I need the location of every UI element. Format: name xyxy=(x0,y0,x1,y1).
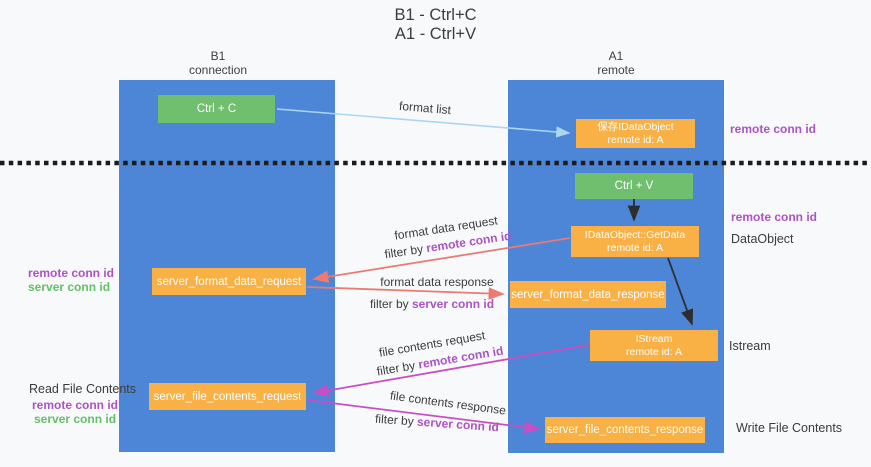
node-idataobject-getdata: IDataObject::GetData remote id: A xyxy=(571,226,699,257)
read-remote-conn-id-label: remote conn id xyxy=(32,398,119,412)
istream-label: Istream xyxy=(729,339,771,353)
left-remote-conn-id-label: remote conn id xyxy=(28,266,115,280)
filter-by-text: filter by xyxy=(369,297,412,311)
node-server-file-contents-request: server_file_contents_request xyxy=(149,383,306,410)
title-line1: B1 - Ctrl+C xyxy=(394,6,477,24)
node-getdata-line2: remote id: A xyxy=(606,241,664,254)
node-ctrl-c: Ctrl + C xyxy=(158,95,275,123)
format-data-response-arrow xyxy=(306,286,505,300)
node-server-format-data-response: server_format_data_response xyxy=(510,281,666,308)
lane-header-b1: B1 connection xyxy=(188,49,248,77)
write-file-contents-label: Write File Contents xyxy=(736,421,843,435)
lane-header-a1: A1 remote xyxy=(597,49,635,77)
lane-b1-subtitle: connection xyxy=(188,62,248,77)
format-data-response-label: format data response xyxy=(380,275,494,289)
read-file-contents-label: Read File Contents xyxy=(29,382,137,396)
node-save-idataobject: 保存IDataObject remote id: A xyxy=(576,119,695,148)
node-istream: IStream remote id: A xyxy=(590,330,718,361)
dataobject-label: DataObject xyxy=(731,232,794,246)
remote-conn-id-label-mid: remote conn id xyxy=(731,210,818,224)
node-server-file-contents-response: server_file_contents_response xyxy=(545,417,705,443)
lane-a1-subtitle: remote xyxy=(597,62,635,77)
node-istream-line2: remote id: A xyxy=(625,345,683,358)
lane-a1-name: A1 xyxy=(608,49,624,63)
node-save-idataobject-line1: 保存IDataObject xyxy=(597,120,674,133)
lane-b1-name: B1 xyxy=(210,49,226,63)
left-server-conn-id-label: server conn id xyxy=(28,280,111,294)
getdata-to-istream-arrow xyxy=(667,257,693,326)
node-getdata-line1: IDataObject::GetData xyxy=(584,228,686,241)
diagram-title: B1 - Ctrl+C A1 - Ctrl+V xyxy=(0,6,871,44)
format-list-arrow xyxy=(276,108,571,138)
format-data-response-filter-label: filter by server conn id xyxy=(370,297,494,311)
file-contents-response-arrow xyxy=(306,399,541,434)
node-ctrl-v: Ctrl + V xyxy=(575,173,693,199)
title-line2: A1 - Ctrl+V xyxy=(394,25,477,43)
node-server-format-data-request: server_format_data_request xyxy=(152,268,306,295)
node-istream-line1: IStream xyxy=(635,332,673,345)
file-contents-request-arrow xyxy=(312,344,590,397)
node-save-idataobject-line2: remote id: A xyxy=(607,133,664,146)
remote-conn-id-label-top: remote conn id xyxy=(730,122,817,136)
read-server-conn-id-label: server conn id xyxy=(34,412,117,426)
format-data-request-arrow xyxy=(312,237,571,283)
filter-by-text: filter by xyxy=(374,411,418,429)
server-conn-id-key: server conn id xyxy=(411,297,495,311)
